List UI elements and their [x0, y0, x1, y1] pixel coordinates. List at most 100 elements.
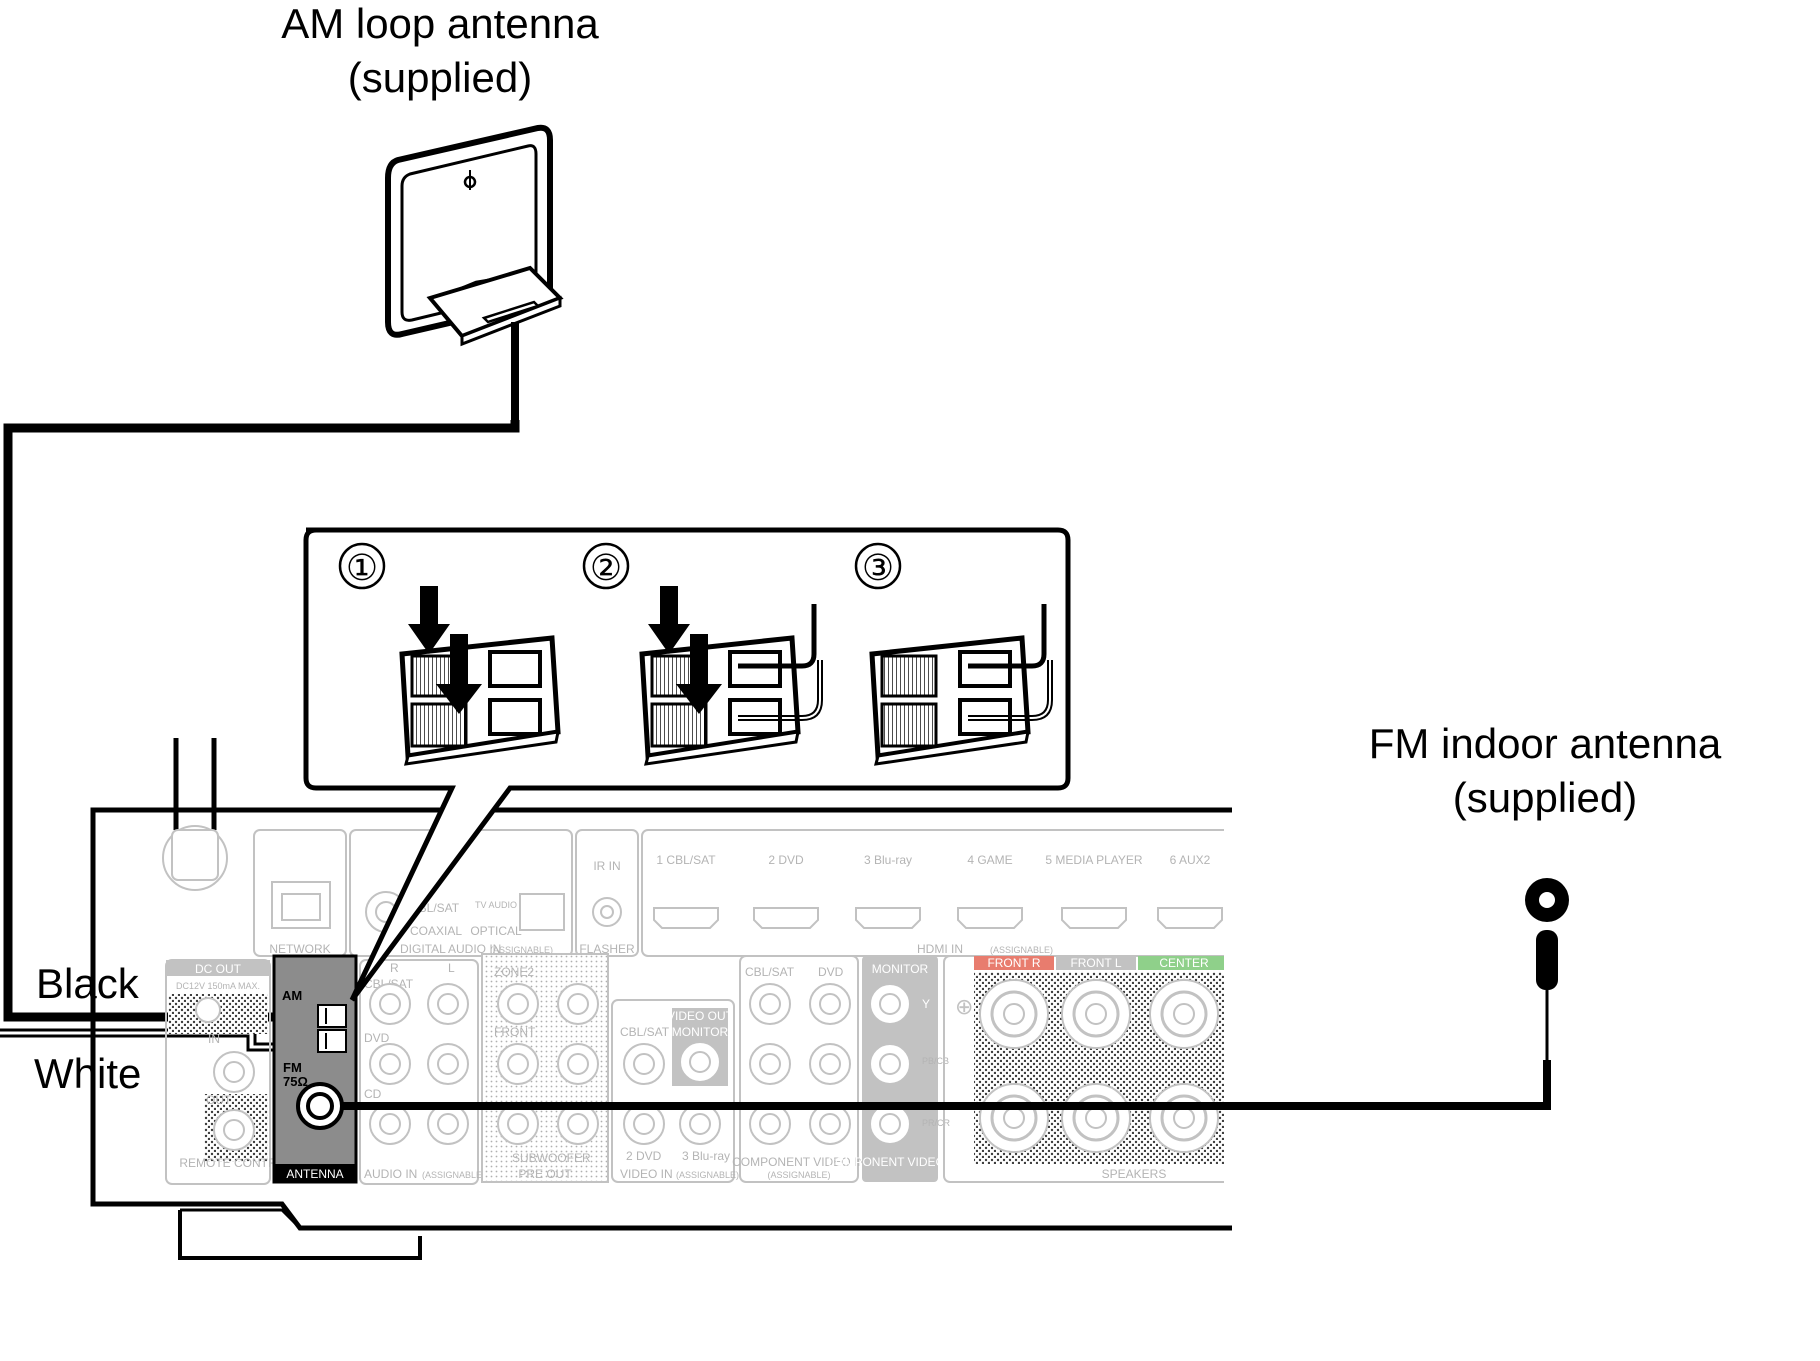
am-antenna-label-line2: (supplied)	[348, 54, 532, 101]
comp-dvd-label: DVD	[818, 965, 844, 979]
hdmi-port-5	[1061, 907, 1127, 929]
speaker-binding-post	[1149, 1083, 1219, 1153]
wire-black-label: Black	[36, 960, 140, 1007]
am-loop-antenna-icon	[385, 124, 564, 420]
pre-out-label: PRE OUT	[518, 1167, 572, 1181]
speaker-binding-post	[979, 1083, 1049, 1153]
audio-jack	[369, 1043, 411, 1085]
audio-jack	[369, 1103, 411, 1145]
remote-control-label: REMOTE CONTROL	[179, 1156, 293, 1170]
hdmi-port-4	[957, 907, 1023, 929]
audio-jack	[427, 1043, 469, 1085]
push-terminal-step-3	[869, 604, 1053, 766]
hdmi-input-label-4: 4 GAME	[967, 853, 1012, 867]
hdmi-input-label-6: 6 AUX2	[1170, 853, 1211, 867]
dc-out-label: DC OUT	[195, 962, 242, 976]
video-dvd-label: 2 DVD	[626, 1149, 662, 1163]
hdmi-port-2	[753, 907, 819, 929]
pre-out-jack	[557, 983, 599, 1025]
comp-pr-label: PR/CR	[922, 1118, 951, 1128]
audio-l-label: L	[448, 961, 455, 975]
wire-white-label: White	[34, 1050, 141, 1097]
push-terminal-step-1	[399, 586, 561, 766]
digital-audio-in-label: DIGITAL AUDIO IN	[400, 942, 501, 956]
digital-assignable-label: (ASSIGNABLE)	[490, 945, 553, 955]
hdmi-input-label-2: 2 DVD	[768, 853, 804, 867]
fm-terminal-label: FM	[283, 1060, 302, 1075]
step-1-number: ①	[346, 547, 378, 588]
component-jack	[809, 1043, 851, 1085]
front-r-badge: FRONT R	[987, 956, 1040, 970]
step-1-circle	[338, 542, 386, 590]
hdmi-input-row: 1 CBL/SAT 2 DVD 3 Blu-ray 4 GAME 5 MEDIA PLA…	[653, 853, 1223, 929]
step-2-circle	[582, 542, 630, 590]
video-monitor-label: MONITOR	[672, 1025, 729, 1039]
zone2-label: ZONE2	[494, 965, 534, 979]
am-antenna-label-line1: AM loop antenna	[281, 0, 599, 47]
comp-y-label: Y	[922, 997, 930, 1011]
remote-in-label: IN	[208, 1032, 220, 1046]
hdmi-input-label-3: 3 Blu-ray	[864, 853, 912, 867]
video-assignable-label: (ASSIGNABLE)	[676, 1170, 739, 1180]
am-terminal-label: AM	[282, 988, 302, 1003]
comp-pb-label: PB/CB	[922, 1056, 949, 1066]
step-3-number: ③	[862, 547, 894, 588]
component-jack	[749, 1043, 791, 1085]
comp-in-assignable-label: (ASSIGNABLE)	[767, 1170, 830, 1180]
network-label: NETWORK	[269, 942, 330, 956]
pre-out-jack	[497, 1043, 539, 1085]
component-jack	[809, 1103, 851, 1145]
pre-out-jack	[557, 1043, 599, 1085]
video-in-label: VIDEO IN	[620, 1167, 673, 1181]
hdmi-port-6	[1157, 907, 1223, 929]
step-3-circle	[854, 542, 902, 590]
antenna-label: ANTENNA	[286, 1167, 343, 1181]
comp-monitor-label: MONITOR	[872, 962, 929, 976]
front-l-badge: FRONT L	[1070, 956, 1121, 970]
ir-in-label: IR IN	[593, 859, 620, 873]
hdmi-input-label-5: 5 MEDIA PLAYER	[1045, 853, 1142, 867]
receiver-rear-panel: NETWORK CBL/SAT COAXIAL TV AUDIO OPTICAL…	[90, 738, 1264, 1260]
plus-icon: ⊕	[955, 994, 973, 1019]
hdmi-port-1	[653, 907, 719, 929]
audio-dvd-label: DVD	[364, 1031, 390, 1045]
center-badge: CENTER	[1159, 956, 1209, 970]
hdmi-input-label-1: 1 CBL/SAT	[656, 853, 716, 867]
fm-antenna-label-line2: (supplied)	[1453, 774, 1637, 821]
hdmi-in-label: HDMI IN	[917, 942, 963, 956]
audio-jack	[427, 983, 469, 1025]
video-out-label: VIDEO OUT	[667, 1009, 734, 1023]
front-pre-label: FRONT	[494, 1025, 536, 1039]
dc-spec-label: DC12V 150mA MAX.	[176, 981, 260, 991]
component-video-in-label: COMPONENT VIDEO IN	[732, 1155, 866, 1169]
fm-ohm-label: 75Ω	[283, 1074, 308, 1089]
remote-out-label: OUT	[206, 1093, 232, 1107]
subwoofer-label: SUBWOOFER	[512, 1151, 591, 1165]
component-video-out-label: COMPONENT VIDEO OUT	[826, 1155, 974, 1169]
component-jack	[749, 983, 791, 1025]
push-terminal-step-2	[639, 586, 823, 766]
component-jack	[809, 983, 851, 1025]
flasher-label: FLASHER	[579, 942, 635, 956]
pre-out-jack	[497, 983, 539, 1025]
audio-cd-label: CD	[364, 1087, 382, 1101]
terminal-callout: ① ② ③	[303, 527, 1071, 1002]
speakers-label: SPEAKERS	[1102, 1167, 1167, 1181]
pre-out-jack	[557, 1103, 599, 1145]
speaker-binding-post	[1061, 979, 1131, 1049]
video-cbl-sat-label: CBL/SAT	[620, 1025, 670, 1039]
speaker-binding-post	[1149, 979, 1219, 1049]
am-antenna-cable	[3, 420, 520, 1022]
optical-label: OPTICAL	[470, 924, 522, 938]
tv-audio-label: TV AUDIO	[475, 900, 517, 910]
audio-assignable-label: (ASSIGNABLE)	[422, 1170, 485, 1180]
fm-indoor-antenna-icon	[342, 878, 1569, 1110]
speaker-binding-post	[1061, 1083, 1131, 1153]
step-2-number: ②	[590, 547, 622, 588]
coaxial-label: COAXIAL	[410, 924, 462, 938]
component-jack	[749, 1103, 791, 1145]
audio-in-label: AUDIO IN	[364, 1167, 417, 1181]
video-bluray-label: 3 Blu-ray	[682, 1149, 730, 1163]
hdmi-port-3	[855, 907, 921, 929]
